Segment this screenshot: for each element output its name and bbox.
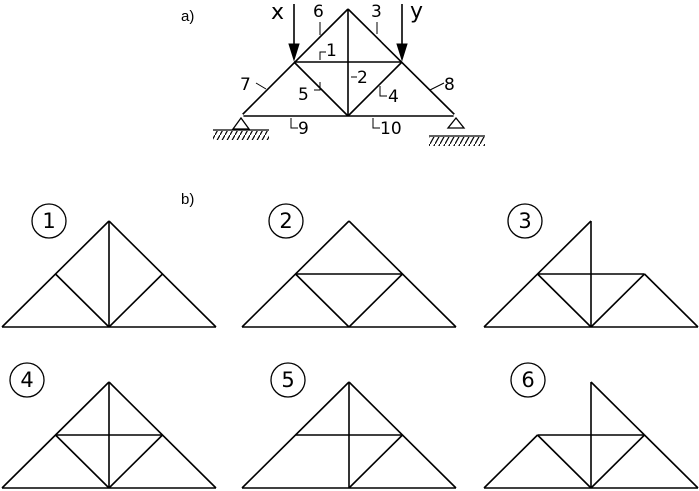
main-truss xyxy=(240,8,457,117)
variant-number-circle xyxy=(31,203,67,239)
load-y-arrowhead xyxy=(396,43,408,62)
variant-6-member xyxy=(590,434,646,489)
variant-3-member xyxy=(643,273,699,328)
variant-2-member xyxy=(348,273,404,328)
variant-number-circle xyxy=(268,203,304,239)
variant-number-label: 4 xyxy=(20,368,33,392)
member-label-2: 2 xyxy=(357,68,368,88)
member-label-9: 9 xyxy=(298,119,309,139)
variant-4-member xyxy=(108,434,164,489)
variant-number-circle xyxy=(9,362,45,398)
leader-7 xyxy=(255,82,267,90)
variant-number-label: 3 xyxy=(518,209,531,233)
variant-number-label: 1 xyxy=(42,209,55,233)
part-a-label: a) xyxy=(181,8,194,25)
load-y: y xyxy=(396,0,423,62)
load-y-label: y xyxy=(410,0,423,24)
variant-1: 1 xyxy=(1,203,217,328)
member-label-4: 4 xyxy=(388,87,399,107)
variant-6-member xyxy=(590,381,646,436)
variant-5: 5 xyxy=(241,362,457,489)
part-b-label: b) xyxy=(181,191,194,208)
variant-6-member xyxy=(483,434,539,489)
variant-number-label: 6 xyxy=(521,368,534,392)
leader-10 xyxy=(372,118,380,129)
variant-4-member xyxy=(54,434,110,489)
variant-3-member xyxy=(590,273,646,328)
load-x: x xyxy=(271,0,300,62)
variant-number-label: 2 xyxy=(279,209,292,233)
variant-1-member xyxy=(108,273,164,328)
roller-joint xyxy=(453,113,459,119)
roller-wheel-left xyxy=(448,129,454,135)
leader-5 xyxy=(314,82,321,91)
ground-hatch-right xyxy=(429,137,485,146)
member-label-1: 1 xyxy=(326,41,337,61)
variant-2-member xyxy=(294,273,350,328)
roller-triangle xyxy=(446,116,466,129)
variant-number-circle xyxy=(270,362,306,398)
variant-number-circle xyxy=(510,362,546,398)
load-x-label: x xyxy=(271,0,284,25)
pin-support-left xyxy=(213,113,269,140)
variant-number-circle xyxy=(507,203,543,239)
variant-1-member xyxy=(54,273,110,328)
leader-4 xyxy=(379,86,387,97)
ground-hatch-left xyxy=(213,131,269,140)
member-labels: 1 2 3 4 5 6 7 8 9 10 xyxy=(240,2,455,139)
member-label-5: 5 xyxy=(298,85,309,105)
leader-1 xyxy=(319,51,326,60)
roller-support-right xyxy=(429,113,485,146)
variant-5-member xyxy=(348,434,404,489)
member-label-6: 6 xyxy=(313,2,324,22)
leader-9 xyxy=(290,118,298,129)
variant-3: 3 xyxy=(483,203,699,328)
member-label-7: 7 xyxy=(240,75,251,95)
member-label-10: 10 xyxy=(380,119,402,139)
variant-6-member xyxy=(643,434,699,489)
variant-grid: 1 2 3 4 5 6 xyxy=(1,203,699,489)
pin-triangle xyxy=(231,116,251,130)
variant-3-member xyxy=(536,273,592,328)
load-x-arrowhead xyxy=(288,43,300,62)
roller-wheel-right xyxy=(458,129,464,135)
member-left-diagonal xyxy=(293,61,349,117)
variant-4: 4 xyxy=(1,362,217,489)
member-right-diagonal xyxy=(347,61,403,117)
pin-joint xyxy=(238,113,244,119)
variant-6-member xyxy=(536,434,592,489)
member-label-3: 3 xyxy=(371,2,382,22)
variant-2: 2 xyxy=(241,203,457,328)
variant-6: 6 xyxy=(483,362,699,489)
variant-number-label: 5 xyxy=(281,368,294,392)
leader-8 xyxy=(429,82,445,91)
member-label-8: 8 xyxy=(444,75,455,95)
